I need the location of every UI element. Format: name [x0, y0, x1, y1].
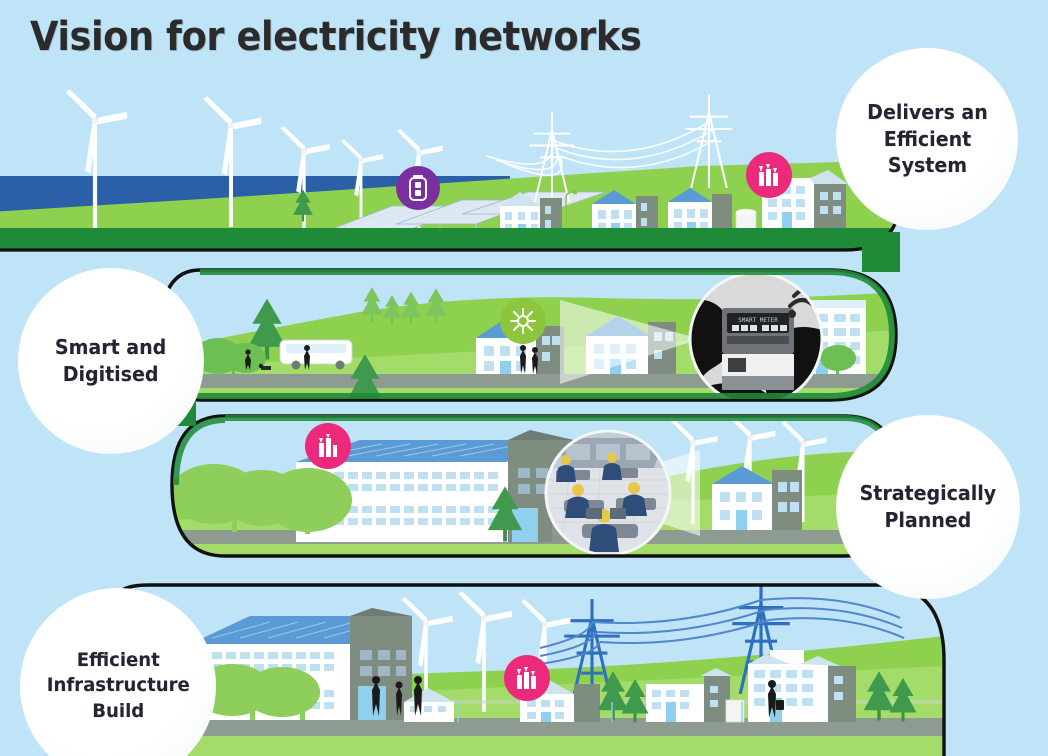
band-3-scene: [172, 416, 900, 556]
badge-industry-2: [305, 423, 351, 469]
callout-label: Delivers an Efficient System: [866, 99, 988, 178]
callout-label: Strategically Planned: [859, 481, 997, 532]
industry-icon: [756, 163, 782, 187]
badge-smart-grid: [500, 298, 546, 344]
callout-delivers-efficient-system: Delivers an Efficient System: [836, 48, 1018, 230]
badge-battery-storage: [396, 166, 440, 210]
page-title: Vision for electricity networks: [30, 14, 642, 60]
pedestrians: [245, 345, 310, 370]
operators: [556, 453, 647, 552]
badge-industry-1: [746, 152, 792, 198]
band1-houses: [500, 170, 848, 235]
band4-pedestrians: [372, 676, 784, 718]
callout-smart-and-digitised: Smart and Digitised: [18, 268, 204, 454]
electric-bus: [279, 339, 353, 370]
callout-efficient-infrastructure-build: Efficient Infrastructure Build: [20, 588, 216, 756]
battery-storage-icon: [406, 174, 430, 202]
callout-label: Smart and Digitised: [55, 335, 167, 386]
industry-icon: [315, 433, 341, 459]
inset-control-room: [546, 431, 670, 555]
smart-grid-icon: [509, 307, 537, 335]
industry-icon: [514, 666, 540, 690]
band-2-scene: SMART METER: [160, 270, 896, 400]
callout-strategically-planned: Strategically Planned: [836, 415, 1020, 599]
callout-label: Efficient Infrastructure Build: [46, 648, 190, 722]
badge-industry-3: [504, 655, 550, 701]
svg-text:SMART METER: SMART METER: [738, 317, 778, 324]
